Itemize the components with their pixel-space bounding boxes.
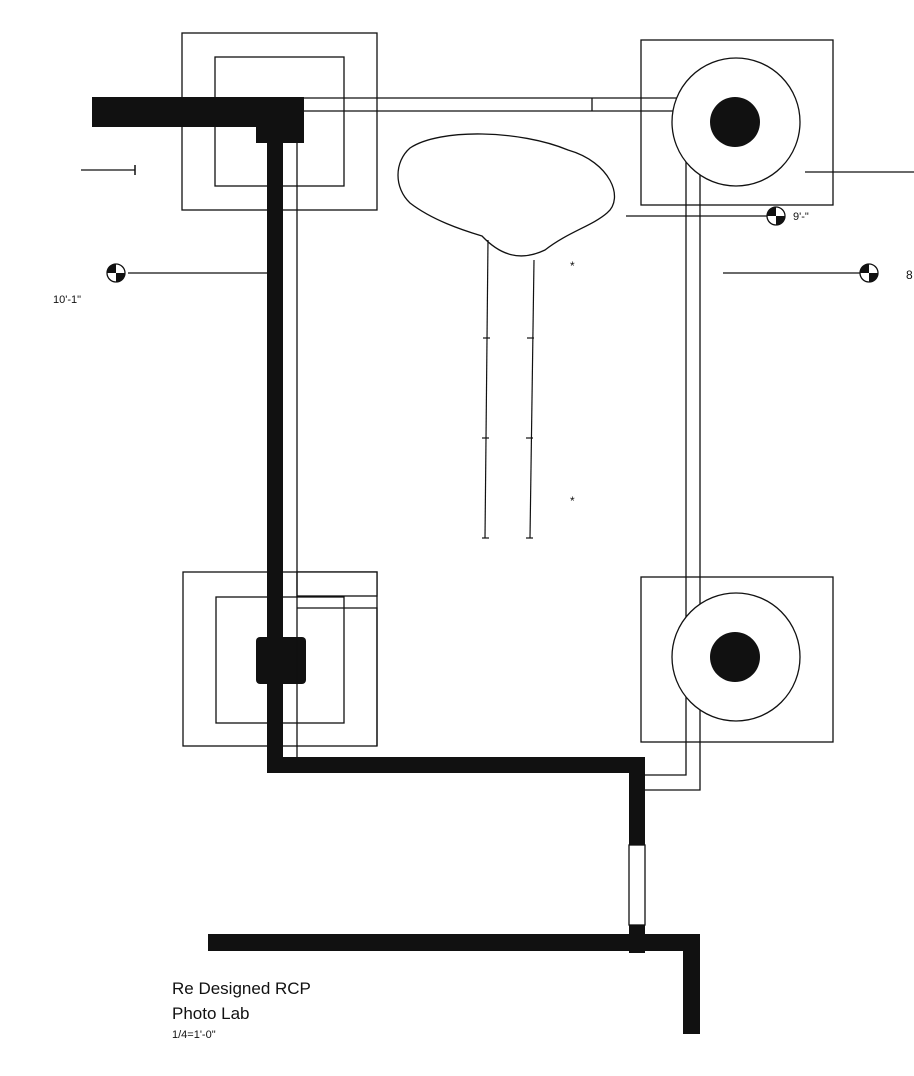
drawing-subtitle: Photo Lab [172, 1004, 250, 1023]
can-light-bottom-right [640, 576, 834, 743]
drawing-title: Re Designed RCP [172, 979, 311, 998]
elevation-label-left: 10'-1" [53, 294, 81, 306]
cloud-ceiling-panel [397, 133, 616, 257]
elevation-target-icon [766, 206, 786, 226]
can-light-top-right [640, 39, 834, 206]
elevation-target-icon [106, 263, 126, 283]
svg-text:*: * [570, 494, 575, 508]
svg-text:*: * [570, 259, 575, 273]
soffit-return [297, 607, 378, 746]
soffit-slot [296, 571, 378, 597]
elevation-label-right-edge: 8 [906, 268, 913, 282]
drawing-scale: 1/4=1'-0" [172, 1029, 216, 1041]
leader-lines [128, 171, 914, 274]
door-opening [628, 844, 646, 926]
asterisk-markers: * * [570, 259, 575, 508]
wall-heavy [92, 97, 700, 1034]
elevation-label-top-right: 9'-" [793, 211, 809, 223]
room-outline [297, 97, 701, 791]
suspension-rods [482, 239, 535, 539]
elevation-target-icon [859, 263, 879, 283]
